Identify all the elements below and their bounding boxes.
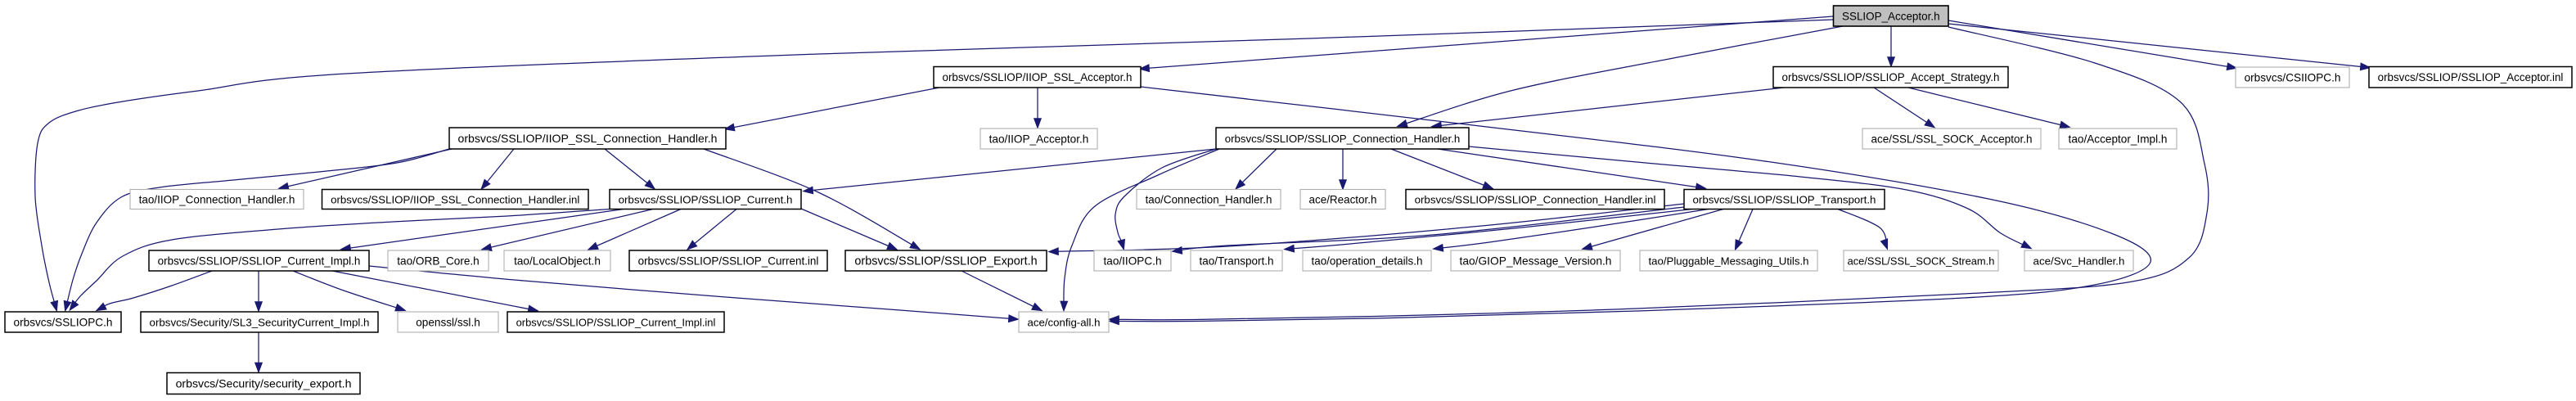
- svg-text:tao/Pluggable_Messaging_Utils.: tao/Pluggable_Messaging_Utils.h: [1649, 255, 1809, 267]
- svg-text:tao/Acceptor_Impl.h: tao/Acceptor_Impl.h: [2069, 133, 2168, 145]
- svg-text:orbsvcs/SSLIOP/IIOP_SSL_Connec: orbsvcs/SSLIOP/IIOP_SSL_Connection_Handl…: [331, 193, 579, 205]
- svg-text:orbsvcs/SSLIOP/IIOP_SSL_Connec: orbsvcs/SSLIOP/IIOP_SSL_Connection_Handl…: [458, 132, 718, 145]
- svg-text:orbsvcs/SSLIOP/SSLIOP_Current.: orbsvcs/SSLIOP/SSLIOP_Current.h: [619, 193, 793, 205]
- svg-text:ace/Svc_Handler.h: ace/Svc_Handler.h: [2033, 255, 2125, 267]
- svg-text:orbsvcs/SSLIOP/SSLIOP_Connecti: orbsvcs/SSLIOP/SSLIOP_Connection_Handler…: [1415, 193, 1656, 205]
- svg-text:orbsvcs/SSLIOP/IIOP_SSL_Accept: orbsvcs/SSLIOP/IIOP_SSL_Acceptor.h: [943, 71, 1133, 83]
- svg-text:tao/Transport.h: tao/Transport.h: [1200, 255, 1274, 267]
- svg-text:tao/LocalObject.h: tao/LocalObject.h: [514, 255, 601, 267]
- svg-text:orbsvcs/SSLIOP/SSLIOP_Current_: orbsvcs/SSLIOP/SSLIOP_Current_Impl.h: [158, 255, 361, 267]
- svg-text:tao/GIOP_Message_Version.h: tao/GIOP_Message_Version.h: [1460, 255, 1612, 267]
- svg-text:orbsvcs/Security/SL3_SecurityC: orbsvcs/Security/SL3_SecurityCurrent_Imp…: [150, 316, 370, 328]
- svg-text:orbsvcs/SSLIOP/SSLIOP_Current.: orbsvcs/SSLIOP/SSLIOP_Current.inl: [638, 255, 819, 267]
- svg-text:ace/Reactor.h: ace/Reactor.h: [1309, 193, 1377, 205]
- svg-text:orbsvcs/SSLIOP/SSLIOP_Transpor: orbsvcs/SSLIOP/SSLIOP_Transport.h: [1693, 193, 1876, 205]
- svg-text:orbsvcs/SSLIOP/SSLIOP_Acceptor: orbsvcs/SSLIOP/SSLIOP_Acceptor.inl: [2378, 71, 2564, 83]
- svg-text:orbsvcs/SSLIOP/SSLIOP_Connecti: orbsvcs/SSLIOP/SSLIOP_Connection_Handler…: [1225, 133, 1461, 145]
- svg-text:openssl/ssl.h: openssl/ssl.h: [416, 316, 480, 328]
- svg-text:SSLIOP_Acceptor.h: SSLIOP_Acceptor.h: [1842, 10, 1940, 22]
- svg-text:tao/operation_details.h: tao/operation_details.h: [1312, 255, 1423, 267]
- svg-text:tao/IIOP_Connection_Handler.h: tao/IIOP_Connection_Handler.h: [139, 193, 295, 205]
- svg-text:orbsvcs/CSIIOPC.h: orbsvcs/CSIIOPC.h: [2245, 71, 2341, 83]
- svg-text:ace/SSL/SSL_SOCK_Acceptor.h: ace/SSL/SSL_SOCK_Acceptor.h: [1871, 133, 2033, 145]
- svg-text:ace/config-all.h: ace/config-all.h: [1028, 316, 1101, 328]
- svg-text:ace/SSL/SSL_SOCK_Stream.h: ace/SSL/SSL_SOCK_Stream.h: [1848, 255, 1995, 267]
- svg-text:tao/ORB_Core.h: tao/ORB_Core.h: [397, 255, 480, 267]
- svg-text:tao/IIOPC.h: tao/IIOPC.h: [1103, 255, 1161, 267]
- svg-text:orbsvcs/Security/security_expo: orbsvcs/Security/security_export.h: [176, 376, 352, 390]
- svg-text:orbsvcs/SSLIOP/SSLIOP_Export.h: orbsvcs/SSLIOP/SSLIOP_Export.h: [854, 255, 1037, 268]
- svg-text:orbsvcs/SSLIOPC.h: orbsvcs/SSLIOPC.h: [14, 316, 113, 328]
- svg-text:tao/IIOP_Acceptor.h: tao/IIOP_Acceptor.h: [989, 133, 1089, 145]
- svg-text:tao/Connection_Handler.h: tao/Connection_Handler.h: [1146, 193, 1272, 205]
- svg-text:orbsvcs/SSLIOP/SSLIOP_Accept_S: orbsvcs/SSLIOP/SSLIOP_Accept_Strategy.h: [1782, 71, 2000, 83]
- svg-text:orbsvcs/SSLIOP/SSLIOP_Current_: orbsvcs/SSLIOP/SSLIOP_Current_Impl.inl: [516, 316, 716, 328]
